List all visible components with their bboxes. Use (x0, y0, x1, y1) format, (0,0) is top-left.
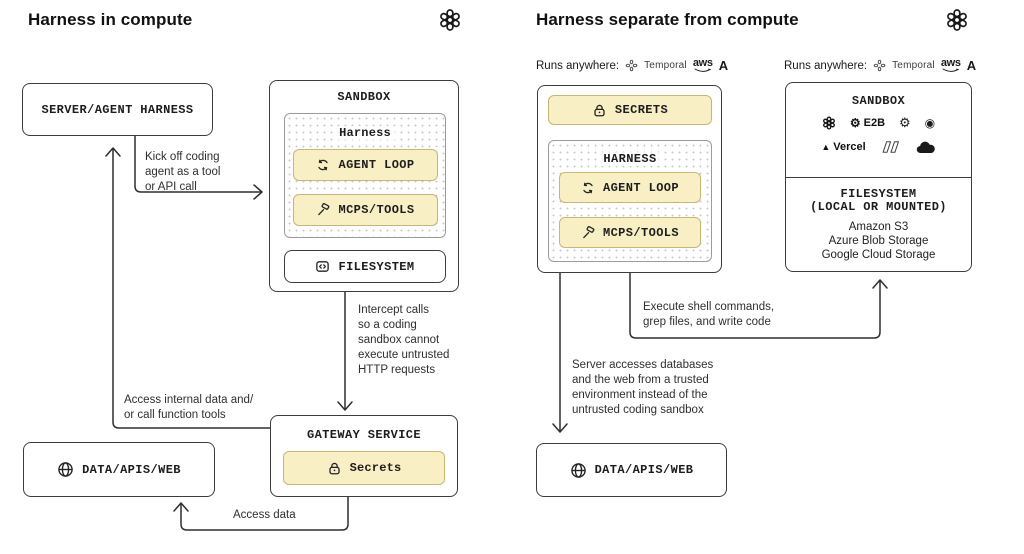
server-accesses-note: Server accesses databases and the web fr… (572, 359, 714, 416)
intercept-note: Intercept calls so a coding sandbox cann… (358, 304, 450, 376)
right-mcps-tools-label: MCPS/TOOLS (602, 225, 679, 240)
kick-off-note: Kick off coding agent as a tool or API c… (145, 151, 221, 193)
globe-icon (57, 461, 74, 478)
openai-logo-icon (438, 8, 462, 32)
left-agent-loop-box: AGENT LOOP (293, 149, 438, 181)
storage-provider: Azure Blob Storage (828, 235, 929, 247)
sandbox-provider-row-2: ▲Vercel (786, 140, 971, 154)
connector-execute-shell-arrowhead (872, 279, 888, 289)
globe-icon (570, 462, 587, 479)
right-data-apis-web-label: DATA/APIS/WEB (594, 463, 694, 477)
server-agent-harness-box: SERVER/AGENT HARNESS (22, 83, 213, 136)
circle-logo-icon: ◉ (924, 116, 936, 130)
right-sandbox-label: SANDBOX (851, 94, 906, 108)
hammer-icon (316, 203, 330, 217)
execute-shell-note: Execute shell commands, grep files, and … (643, 301, 775, 328)
left-sandbox-label: SANDBOX (337, 90, 391, 104)
openai-logo-icon (822, 116, 836, 130)
refresh-icon (316, 158, 330, 172)
letter-a-logo: A (718, 58, 729, 73)
runs-anywhere-row: Runs anywhere: Temporal aws A (784, 56, 977, 73)
storage-provider: Google Cloud Storage (821, 249, 936, 261)
refresh-icon (581, 181, 595, 195)
runs-anywhere-label: Runs anywhere: (536, 59, 620, 72)
temporal-label: Temporal (644, 60, 687, 71)
right-sandbox-box: SANDBOX ⚙E2B ⚙ ◉ (785, 82, 972, 272)
left-agent-loop-label: AGENT LOOP (338, 158, 415, 172)
right-data-apis-web-box: DATA/APIS/WEB (536, 443, 727, 497)
access-data-note: Access data (233, 509, 296, 521)
connector-access-internal-arrowhead (105, 147, 121, 157)
vercel-triangle-icon: ▲ (821, 142, 831, 152)
letter-a-logo: A (966, 58, 977, 73)
right-secrets-box: SECRETS (548, 95, 712, 125)
aws-label: aws (940, 56, 961, 69)
code-file-icon (315, 259, 330, 274)
connector-intercept-arrowhead (337, 401, 353, 411)
left-mcps-tools-label: MCPS/TOOLS (338, 203, 415, 217)
temporal-label: Temporal (892, 60, 935, 71)
left-mcps-tools-box: MCPS/TOOLS (293, 194, 438, 226)
storage-provider: Amazon S3 (848, 221, 909, 233)
left-data-apis-web-box: DATA/APIS/WEB (23, 442, 215, 497)
left-panel-title: Harness in compute (28, 10, 193, 29)
temporal-logo-icon (873, 59, 886, 72)
temporal-logo-icon (625, 59, 638, 72)
left-harness-label: Harness (335, 126, 395, 140)
gear-logo-icon: ⚙ (899, 115, 911, 130)
aws-logo: aws (692, 56, 713, 73)
right-secrets-label: SECRETS (614, 103, 669, 117)
connector-kickoff-arrowhead (253, 184, 263, 200)
filesystem-title: FILESYSTEM (840, 187, 917, 201)
right-harness-label: HARNESS (599, 152, 661, 166)
e2b-gear-icon: ⚙ (849, 116, 861, 130)
e2b-label: E2B (863, 117, 886, 129)
connector-server-access-arrowhead (552, 423, 568, 433)
gateway-service-label: GATEWAY SERVICE (306, 428, 422, 442)
left-data-apis-web-label: DATA/APIS/WEB (82, 462, 181, 477)
aws-label: aws (692, 56, 713, 69)
sandbox-provider-row-1: ⚙E2B ⚙ ◉ (786, 115, 971, 131)
left-filesystem-box: FILESYSTEM (284, 250, 446, 283)
access-internal-note: Access internal data and/ or call functi… (124, 394, 254, 421)
openai-logo-icon (945, 8, 969, 32)
right-agent-loop-box: AGENT LOOP (559, 172, 701, 203)
left-secrets-box: Secrets (283, 451, 445, 485)
vercel-label: Vercel (833, 141, 866, 153)
vercel-logo: ▲Vercel (821, 141, 865, 153)
runs-anywhere-row: Runs anywhere: Temporal aws A (536, 56, 729, 73)
dual-parallelogram-logo-icon (880, 140, 902, 154)
lock-icon (327, 461, 342, 476)
lock-icon (592, 103, 607, 118)
left-secrets-label: Secrets (349, 461, 402, 475)
server-agent-harness-label: SERVER/AGENT HARNESS (41, 102, 194, 117)
left-filesystem-label: FILESYSTEM (338, 259, 415, 274)
right-agent-loop-label: AGENT LOOP (602, 180, 679, 195)
connector-access-data-arrowhead (173, 502, 189, 512)
cloud-logo-icon (916, 141, 936, 154)
filesystem-subtitle: (LOCAL OR MOUNTED) (810, 200, 947, 214)
hammer-icon (581, 225, 595, 240)
right-mcps-tools-box: MCPS/TOOLS (559, 217, 701, 248)
sandbox-filesystem-section: FILESYSTEM (LOCAL OR MOUNTED) Amazon S3 … (786, 178, 971, 262)
right-panel-title: Harness separate from compute (536, 10, 799, 29)
sandbox-top-section: SANDBOX ⚙E2B ⚙ ◉ (786, 83, 971, 178)
aws-logo: aws (940, 56, 961, 73)
runs-anywhere-label: Runs anywhere: (784, 59, 868, 72)
